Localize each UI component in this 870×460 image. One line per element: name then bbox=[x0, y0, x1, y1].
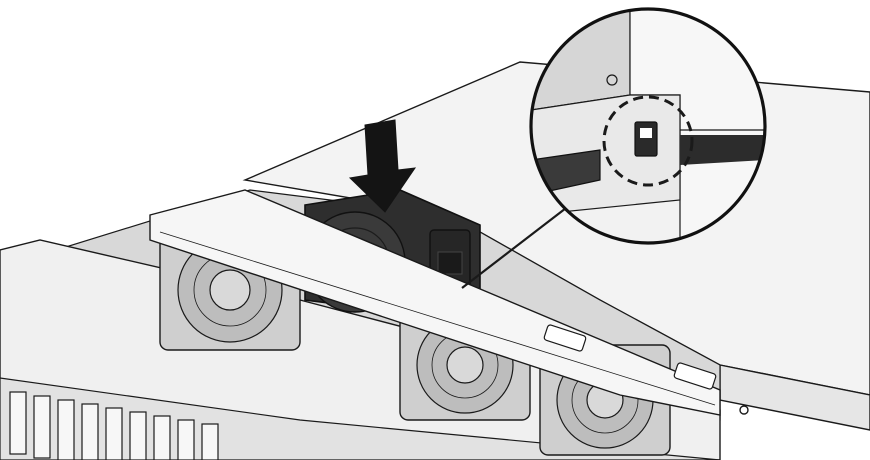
connector-highlight bbox=[602, 95, 694, 187]
screw bbox=[739, 405, 749, 415]
arrow-down-icon bbox=[348, 119, 417, 213]
callout-leader-line bbox=[461, 204, 571, 289]
fan-cage-rail bbox=[149, 189, 721, 416]
drive-bays bbox=[9, 391, 219, 460]
magnifier-callout-icon bbox=[529, 7, 767, 245]
connector-icon bbox=[634, 121, 658, 157]
